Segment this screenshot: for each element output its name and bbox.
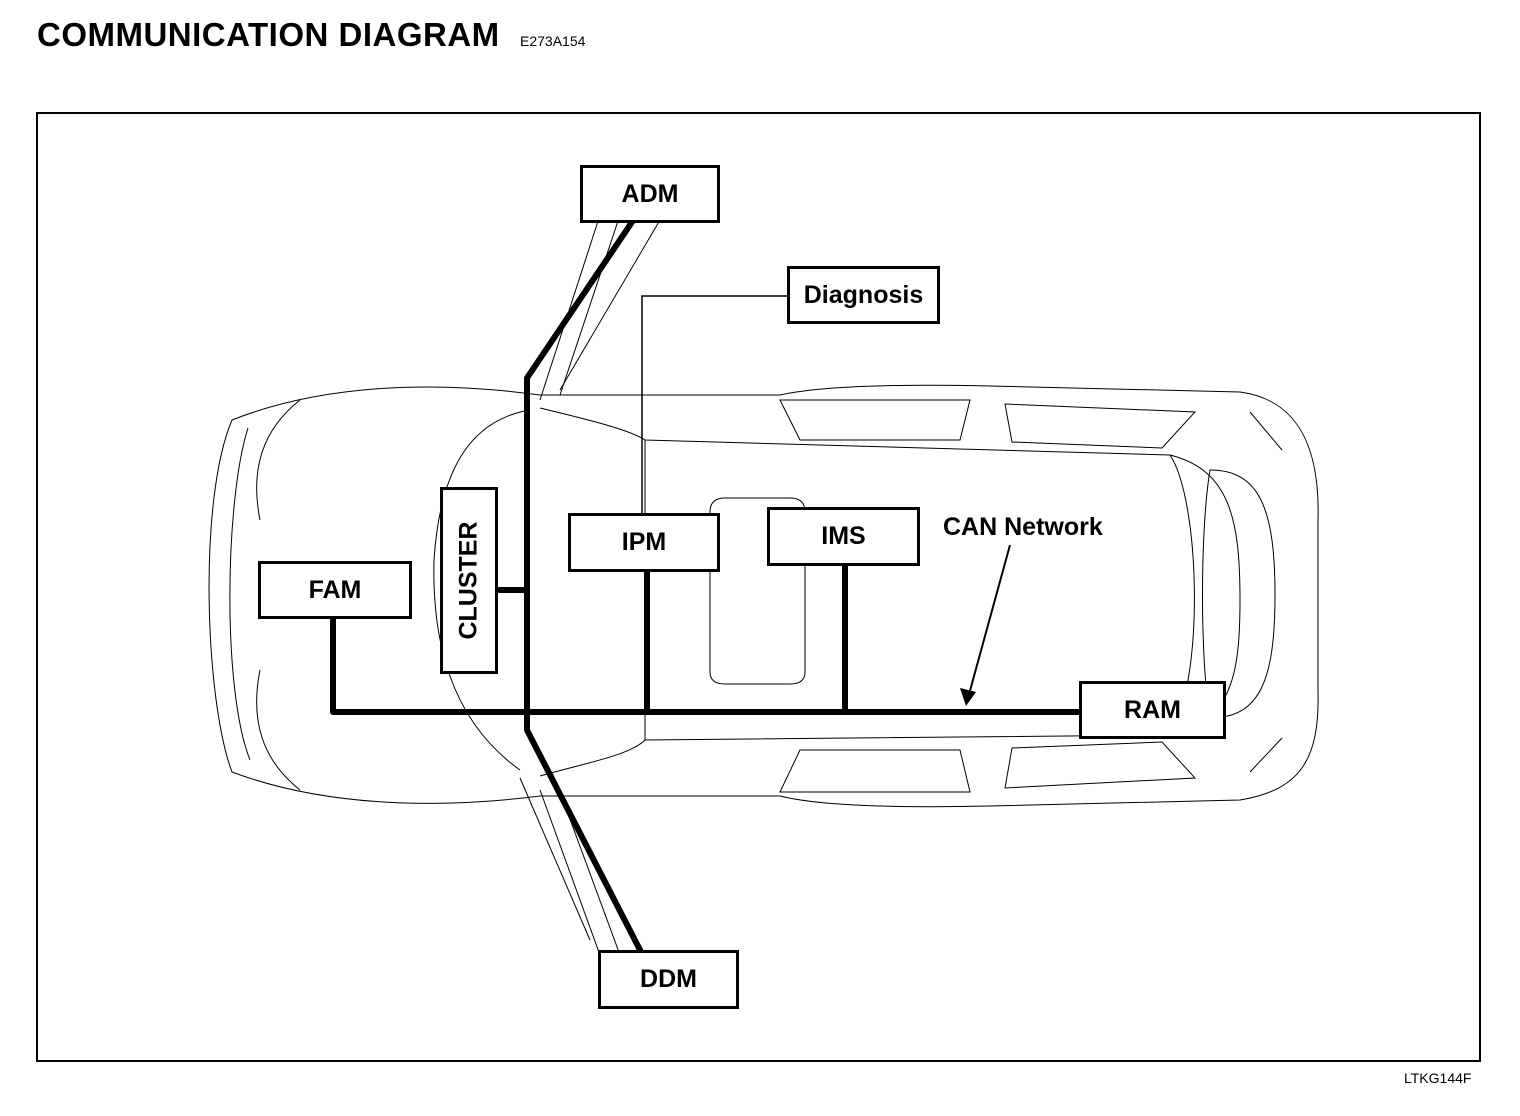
ram-module-box: RAM bbox=[1079, 681, 1226, 739]
cluster-module-box: CLUSTER bbox=[440, 487, 498, 674]
adm-label: ADM bbox=[621, 179, 679, 208]
ram-label: RAM bbox=[1124, 695, 1181, 724]
can-bus-adm-ddm bbox=[524, 217, 645, 955]
diagram-frame bbox=[36, 112, 1481, 1062]
can-network-arrow bbox=[960, 544, 1011, 706]
cluster-label: CLUSTER bbox=[454, 521, 483, 640]
fam-label: FAM bbox=[308, 575, 362, 604]
page-title: COMMUNICATION DIAGRAM bbox=[37, 16, 500, 53]
diagnosis-module-box: Diagnosis bbox=[787, 266, 940, 324]
can-bus bbox=[330, 217, 1083, 955]
ddm-label: DDM bbox=[640, 965, 697, 993]
adm-module-box: ADM bbox=[580, 165, 720, 223]
ims-label: IMS bbox=[821, 522, 866, 550]
ddm-module-box: DDM bbox=[598, 950, 739, 1009]
can-network-label: CAN Network bbox=[943, 513, 1103, 541]
fam-module-box: FAM bbox=[258, 561, 412, 619]
can-bus-main bbox=[330, 615, 1083, 715]
figure-code: LTKG144F bbox=[1404, 1070, 1472, 1086]
ipm-label: IPM bbox=[621, 528, 667, 556]
diagnosis-label: Diagnosis bbox=[803, 280, 924, 309]
diagnosis-line bbox=[641, 295, 790, 520]
ims-module-box: IMS bbox=[767, 507, 920, 566]
ipm-module-box: IPM bbox=[568, 513, 720, 572]
document-code: E273A154 bbox=[520, 33, 586, 49]
